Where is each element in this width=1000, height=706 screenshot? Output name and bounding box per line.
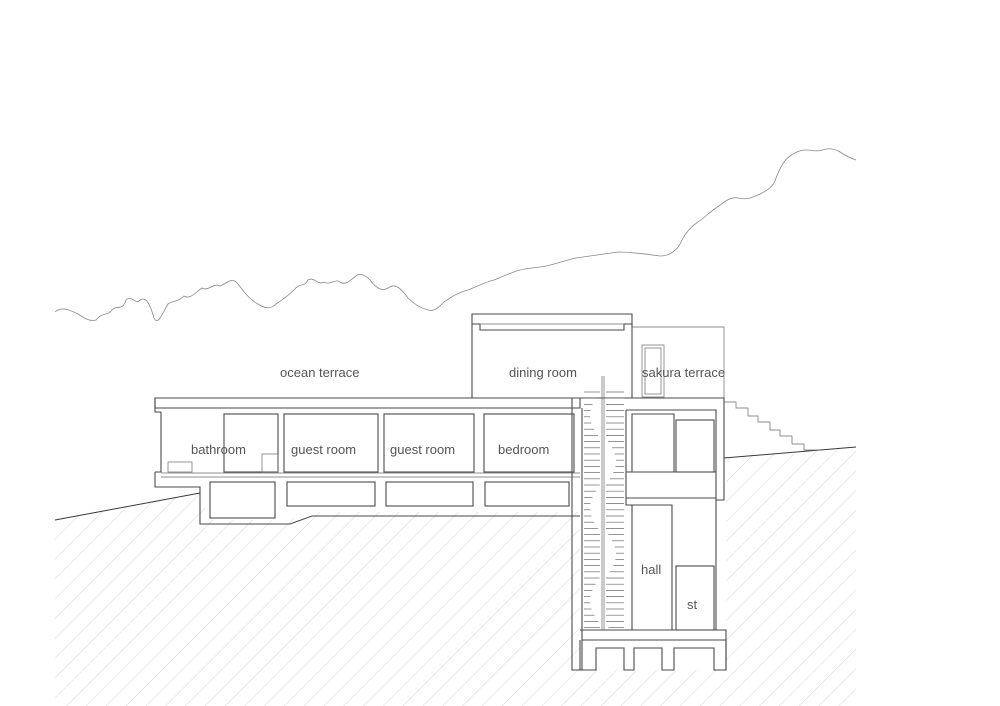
earth-hatch-area [55,447,856,706]
spiral-stair [584,376,624,630]
label-dining-room: dining room [509,365,577,380]
label-guest-room-2: guest room [390,442,455,457]
room-labels: ocean terrace dining room sakura terrace… [191,365,725,612]
building-walls [154,313,820,671]
label-ocean-terrace: ocean terrace [280,365,360,380]
room-partitions [167,413,575,519]
label-bedroom: bedroom [498,442,549,457]
tree-canopy-outline [54,148,857,321]
ground-surface [54,446,857,521]
label-storage: st [687,597,698,612]
label-bathroom: bathroom [191,442,246,457]
label-sakura-terrace: sakura terrace [642,365,725,380]
label-hall: hall [641,562,661,577]
label-guest-room-1: guest room [291,442,356,457]
